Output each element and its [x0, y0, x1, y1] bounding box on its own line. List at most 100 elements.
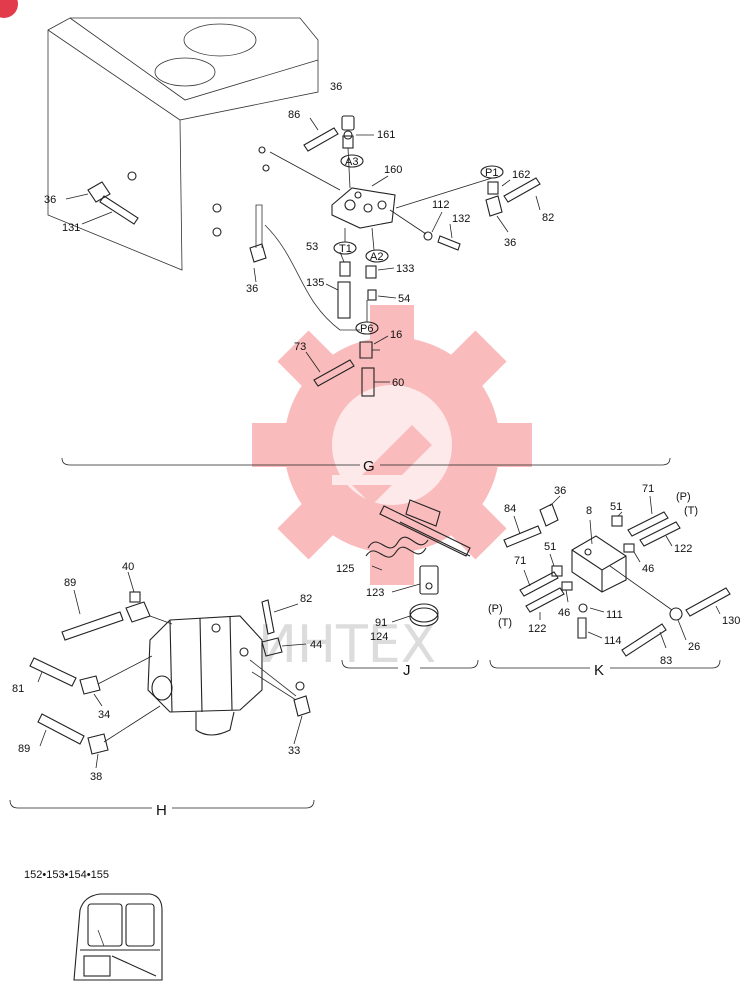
callout-38: 38 — [90, 771, 102, 783]
port-label-t: (T) — [684, 505, 698, 517]
callout-36: 36 — [330, 81, 342, 93]
fitting-46-top — [623, 543, 635, 553]
elbow-40 — [125, 591, 151, 623]
callout-130: 130 — [722, 615, 740, 627]
hose-71-bot — [519, 571, 559, 597]
callout-44: 44 — [310, 639, 322, 651]
pipe-assembly-j — [379, 499, 471, 557]
callout-123: 123 — [366, 587, 384, 599]
svg-text:T1: T1 — [339, 243, 352, 255]
callout-82: 82 — [542, 212, 554, 224]
hose-86 — [303, 127, 339, 152]
corner-badge[interactable] — [0, 0, 18, 18]
callout-53: 53 — [306, 241, 318, 253]
callout-124: 124 — [370, 631, 388, 643]
svg-text:A2: A2 — [370, 251, 383, 263]
washer-111 — [578, 603, 588, 613]
port-label-p: (P) — [676, 491, 691, 503]
callout-36: 36 — [504, 237, 516, 249]
hose-73 — [313, 359, 355, 387]
group-label-j: J — [403, 662, 411, 679]
fitting-162 — [487, 181, 499, 195]
fitting-36-left — [87, 171, 137, 203]
port-label-a2: A2 — [365, 249, 389, 263]
elbow-33 — [293, 681, 311, 717]
callout-54: 54 — [398, 293, 410, 305]
callout-91: 91 — [375, 617, 387, 629]
callout-33: 33 — [288, 745, 300, 757]
hose-89-top — [61, 611, 124, 641]
band-clamp-91 — [409, 603, 439, 627]
group-label-k: K — [594, 662, 604, 679]
callout-160: 160 — [384, 164, 402, 176]
callout-36: 36 — [246, 283, 258, 295]
callout-71: 71 — [514, 555, 526, 567]
callout-26: 26 — [688, 641, 700, 653]
group-bracket-j — [341, 659, 479, 669]
group-label-h: H — [156, 802, 167, 819]
callout-8: 8 — [586, 505, 592, 517]
callout-86: 86 — [288, 109, 300, 121]
spring-clamp-125 — [365, 536, 429, 558]
callout-131: 131 — [62, 222, 80, 234]
fitting-51-bot — [551, 565, 563, 577]
callout-114: 114 — [604, 635, 622, 647]
svg-text:P6: P6 — [360, 323, 373, 335]
group-label-g: G — [363, 458, 375, 475]
fitting-46-bot — [561, 581, 573, 591]
cab-outline — [73, 893, 163, 981]
callout-135: 135 — [306, 277, 324, 289]
port-label-p: (P) — [488, 603, 503, 615]
port-label-p1: P1 — [480, 165, 504, 179]
group-bracket-h — [9, 799, 315, 809]
callout-40: 40 — [122, 561, 134, 573]
callout-112: 112 — [432, 199, 450, 211]
callout-60: 60 — [392, 377, 404, 389]
callout-162: 162 — [512, 169, 530, 181]
callout-133: 133 — [396, 263, 414, 275]
fitting-36-mid — [212, 146, 270, 263]
callout-84: 84 — [504, 503, 516, 515]
watermark-text: ИНТЕХ — [258, 615, 436, 675]
fitting-53 — [339, 261, 351, 277]
group-bracket-g — [61, 457, 671, 466]
hose-82-top — [503, 177, 541, 203]
callout-132: 132 — [452, 213, 470, 225]
fitting-51-top — [611, 515, 623, 527]
fitting-36-right — [485, 195, 503, 217]
svg-text:A3: A3 — [345, 156, 358, 168]
elbow-34 — [79, 675, 101, 695]
callout-36: 36 — [44, 194, 56, 206]
callout-89: 89 — [64, 577, 76, 589]
control-valve-block — [331, 175, 396, 229]
hose-89-bot — [37, 713, 85, 745]
fitting-26 — [669, 607, 683, 621]
callout-122: 122 — [674, 543, 692, 555]
fitting-133 — [365, 265, 377, 279]
bolt-132 — [437, 235, 461, 251]
group-bracket-k — [489, 659, 721, 669]
port-label-a3: A3 — [340, 154, 364, 168]
bolt-112 — [423, 231, 433, 241]
callout-51: 51 — [610, 501, 622, 513]
hose-130 — [685, 587, 731, 617]
tee-16 — [359, 341, 380, 359]
hose-122-top — [639, 521, 681, 547]
callout-leaders-g — [65, 117, 541, 383]
hose-83 — [621, 623, 667, 657]
callout-83: 83 — [660, 655, 672, 667]
connection-lines-g — [264, 147, 493, 331]
hose-71-top — [627, 511, 669, 537]
hose-122-bot — [525, 587, 565, 613]
hose-82-h — [261, 599, 275, 635]
elbow-38 — [87, 733, 109, 755]
valve-block-8 — [571, 535, 627, 593]
callout-46: 46 — [558, 607, 570, 619]
callout-71: 71 — [642, 483, 654, 495]
port-label-t1: T1 — [333, 241, 357, 255]
main-control-valve — [147, 615, 263, 736]
callout-36: 36 — [554, 485, 566, 497]
callout-81: 81 — [12, 683, 24, 695]
callout-161: 161 — [377, 129, 395, 141]
fitting-36-k — [539, 503, 559, 527]
